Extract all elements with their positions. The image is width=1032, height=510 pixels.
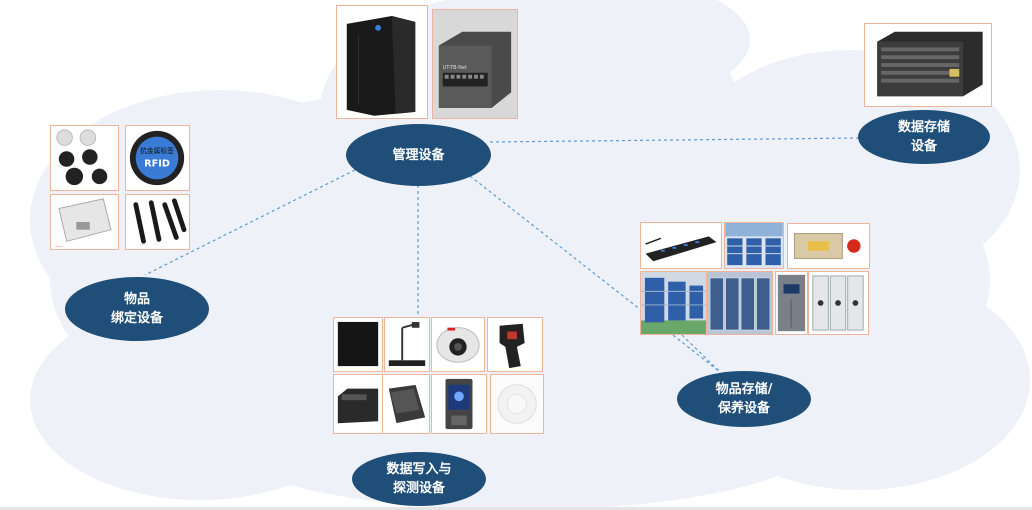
node-data-storage-label: 数据存储 设备 [897, 120, 950, 154]
server-tower-photo [336, 5, 428, 119]
mobile-shelving-photo [808, 271, 869, 335]
smart-cabinet-photo [775, 271, 808, 335]
document-camera-photo [384, 317, 430, 372]
node-item-binding-label: 物品 绑定设备 [110, 292, 163, 326]
desktop-reader-photo [382, 374, 430, 434]
reader-pad-photo [333, 317, 383, 372]
storage-array-photo [864, 23, 992, 107]
node-data-io-label: 数据写入与 探测设备 [386, 462, 452, 496]
rfid-sticker-photo: 抗金属标签 RFID [125, 125, 190, 191]
rfid-sticker-label: 抗金属标签 [140, 146, 174, 155]
rfid-card-photo: —— [50, 194, 119, 250]
node-management-label: 管理设备 [392, 147, 445, 163]
svg-text:——: —— [55, 243, 63, 248]
handheld-scanner-photo [487, 317, 543, 372]
switch-label: UT-TB-Net [443, 65, 467, 71]
rfid-tags-photo [50, 125, 119, 191]
storage-racks-photo [640, 271, 707, 335]
node-data-io-equipment: 数据写入与 探测设备 [352, 452, 486, 506]
smart-power-strip-photo [640, 222, 722, 269]
face-terminal-photo [431, 374, 487, 434]
bottom-divider [0, 507, 1032, 510]
cable-tie-tags-photo [125, 194, 190, 250]
node-item-storage-label: 物品存储/ 保养设备 [715, 382, 773, 416]
rfid-label: RFID [144, 159, 170, 170]
warehouse-shelves-photo [724, 222, 784, 269]
node-data-storage-equipment: 数据存储 设备 [858, 110, 990, 164]
dome-camera-photo [431, 317, 485, 372]
connector-item-storage [469, 175, 721, 373]
node-management-equipment: 管理设备 [346, 124, 491, 186]
network-switch-photo: UT-TB-Net [432, 9, 518, 119]
connector-storage [489, 137, 861, 143]
ceiling-reader-photo [490, 374, 544, 434]
node-item-binding-equipment: 物品 绑定设备 [65, 277, 209, 341]
label-printer-photo [333, 374, 383, 434]
node-item-storage-equipment: 物品存储/ 保养设备 [677, 371, 811, 427]
door-sensor-photo [787, 223, 870, 269]
cabinet-row-photo [707, 271, 773, 335]
